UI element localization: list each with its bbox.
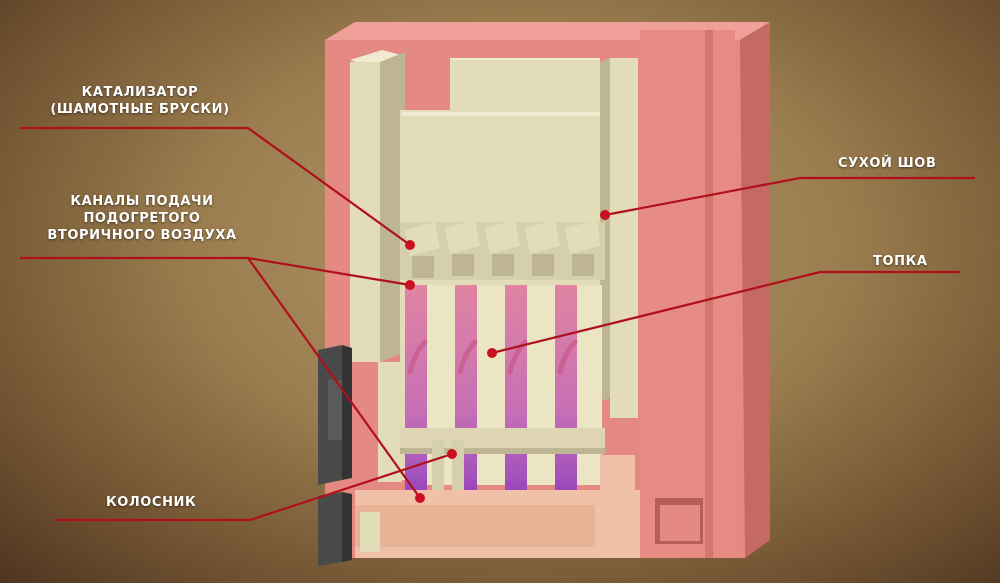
leader-lines [20, 126, 975, 522]
label-dry-seam: СУХОЙ ШОВ [838, 156, 937, 171]
label-channels-line3: ВТОРИЧНОГО ВОЗДУХА [47, 228, 237, 243]
label-channels-line2: ПОДОГРЕТОГО [83, 211, 201, 226]
label-catalyst: КАТАЛИЗАТОР (ШАМОТНЫЕ БРУСКИ) [40, 84, 240, 118]
leader-dots [405, 210, 610, 503]
label-firebox: ТОПКА [873, 254, 928, 269]
firebox [400, 280, 602, 510]
label-catalyst-line2: (ШАМОТНЫЕ БРУСКИ) [50, 102, 230, 117]
up-arrow-icon [407, 339, 578, 375]
label-catalyst-line1: КАТАЛИЗАТОР [81, 85, 199, 100]
ash-pit [355, 455, 640, 558]
grate [400, 428, 605, 490]
chamotte-right-wall [600, 58, 638, 418]
catalyst-block [400, 58, 605, 222]
catalyst-teeth [400, 220, 605, 280]
label-air-channels: КАНАЛЫ ПОДАЧИ ПОДОГРЕТОГО ВТОРИЧНОГО ВОЗ… [36, 193, 248, 244]
label-channels-line1: КАНАЛЫ ПОДАЧИ [70, 194, 214, 209]
label-grate: КОЛОСНИК [106, 495, 197, 510]
